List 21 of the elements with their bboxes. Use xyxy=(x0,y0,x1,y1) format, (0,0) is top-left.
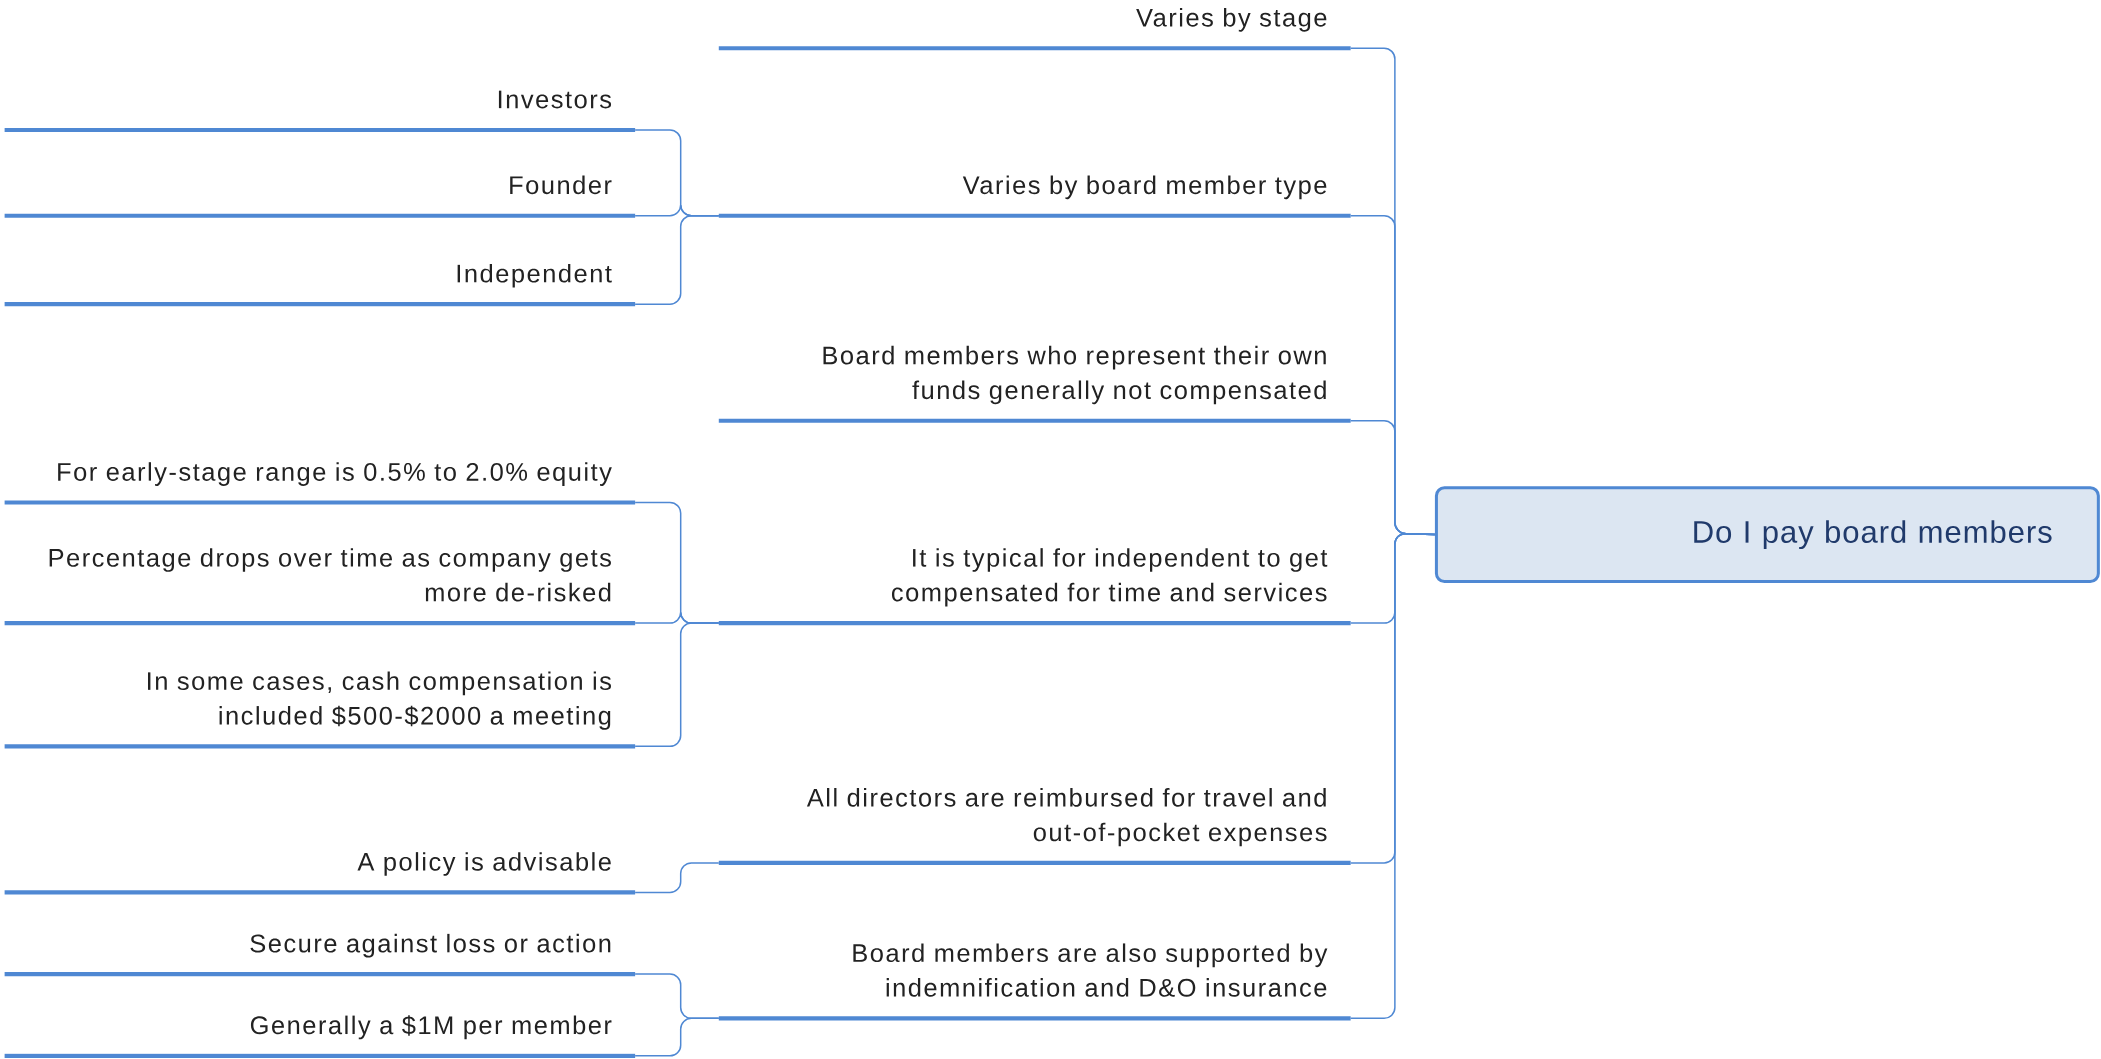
underlined-topic: Generally a $1M per member xyxy=(4,1015,636,1059)
underlined-topic: Investors xyxy=(4,90,636,133)
bracket-connector xyxy=(634,1017,720,1057)
bracket-connector xyxy=(1349,533,1436,1020)
bracket-connector xyxy=(634,622,720,748)
underlined-topic: Varies by board member type xyxy=(718,175,1351,218)
underlined-topic: All directors are reimbursed for travel and out-of-pocket expenses xyxy=(718,788,1351,866)
underlined-topic: In some cases, cash compensation is included $500-$2000 a meeting xyxy=(4,671,636,749)
topic-box: Do I pay board members xyxy=(1434,486,2100,584)
underlined-topic: A policy is advisable xyxy=(4,852,636,895)
underlined-topic: It is typical for independent to get compensated for time and services xyxy=(718,548,1351,626)
underlined-topic: Founder xyxy=(4,175,636,218)
underlined-topic: Varies by stage xyxy=(718,8,1351,51)
underlined-topic: For early-stage range is 0.5% to 2.0% equity xyxy=(4,462,636,505)
underlined-topic: Board members are also supported by indemnification and D&O insurance xyxy=(718,943,1351,1021)
bracket-connector xyxy=(634,862,720,894)
underlined-topic: Percentage drops over time as company gets more de-risked xyxy=(4,548,636,626)
underlined-topic: Independent xyxy=(4,264,636,307)
underlined-topic: Secure against loss or action xyxy=(4,934,636,977)
bracket-connector xyxy=(634,215,720,306)
underlined-topic: Board members who represent their own funds generally not compensated xyxy=(718,346,1351,423)
